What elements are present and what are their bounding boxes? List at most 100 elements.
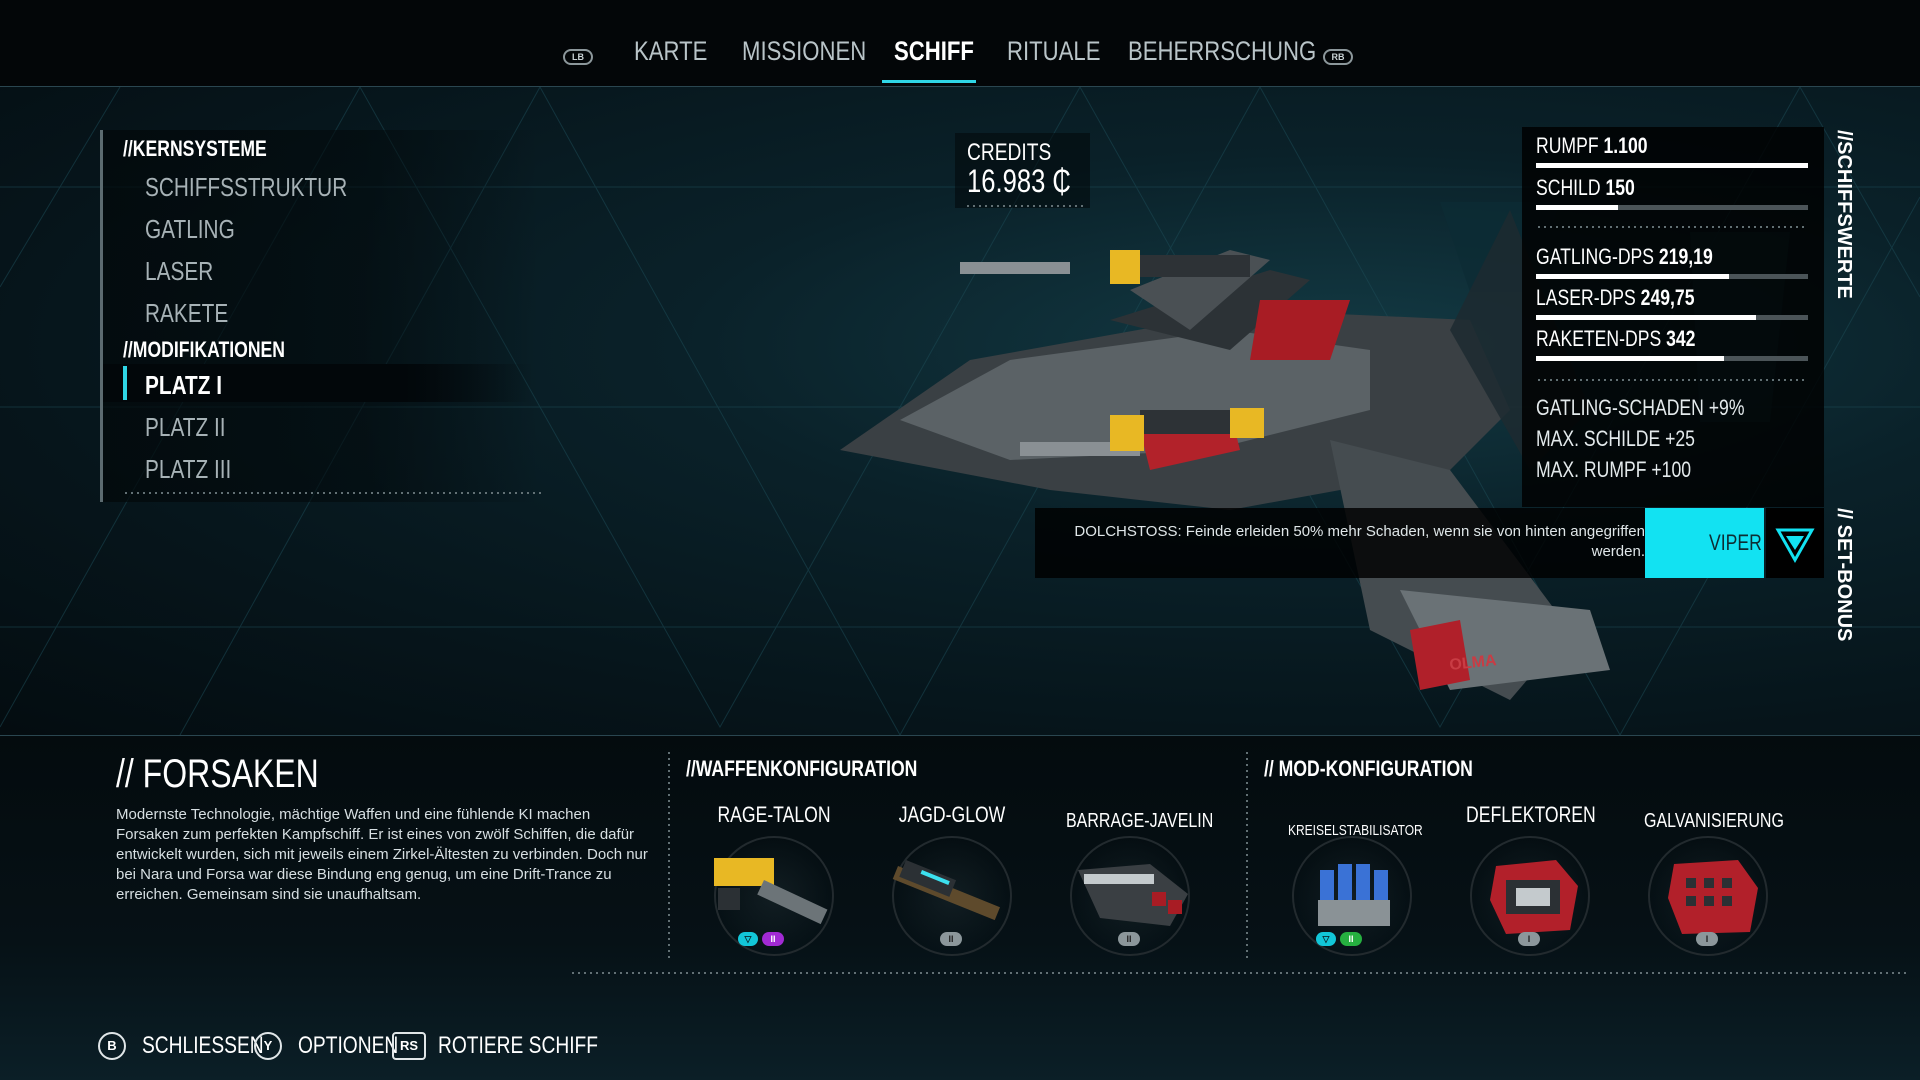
- weapon-name: BARRAGE-JAVELIN: [1066, 810, 1214, 832]
- menu-item-label: LASER: [145, 256, 214, 286]
- stat-value: 249,75: [1640, 285, 1695, 310]
- stat-bar: [1536, 356, 1808, 361]
- top-navigation-bar: [0, 0, 1920, 87]
- mod-name: GALVANISIERUNG: [1644, 810, 1784, 832]
- galvanizing-icon: [1668, 860, 1758, 934]
- tab-missionen[interactable]: MISSIONEN: [742, 36, 867, 66]
- stat-label: RUMPF: [1536, 133, 1599, 158]
- bonus-gatling-schaden: GATLING-SCHADEN +9%: [1536, 395, 1745, 420]
- y-button-icon[interactable]: Y: [254, 1032, 282, 1060]
- active-tab-underline: [882, 80, 976, 83]
- bonus-max-rumpf: MAX. RUMPF +100: [1536, 457, 1692, 482]
- mod-slot-kreiselstabilisator[interactable]: KREISELSTABILISATOR ▽ II: [1272, 800, 1432, 960]
- weapon-slot-rage-talon[interactable]: RAGE-TALON ▽ II: [694, 800, 854, 960]
- menu-item-rakete[interactable]: RAKETE: [103, 292, 533, 330]
- right-stick-icon[interactable]: RS: [392, 1032, 426, 1060]
- weapon-name: JAGD-GLOW: [898, 802, 1006, 827]
- weapon-slot-jagd-glow[interactable]: JAGD-GLOW II: [872, 800, 1032, 960]
- credits-value: 16.983 ₵: [967, 163, 1071, 200]
- mod-name: DEFLEKTOREN: [1466, 802, 1596, 827]
- tab-rituale[interactable]: RITUALE: [1007, 36, 1101, 66]
- ship-details-panel: [0, 735, 1920, 985]
- bottom-divider: [570, 972, 1910, 974]
- menu-item-platz-1[interactable]: PLATZ I: [103, 364, 533, 402]
- ship-stats-side-tab[interactable]: //SCHIFFSWERTE: [1833, 130, 1855, 299]
- panel-top-border: [0, 735, 1920, 736]
- set-bonus-panel: DOLCHSTOSS: Feinde erleiden 50% mehr Sch…: [1035, 508, 1645, 578]
- weapon-config-title: //WAFFENKONFIGURATION: [686, 756, 918, 781]
- mod-name: KREISELSTABILISATOR: [1288, 822, 1423, 839]
- stat-bar-fill: [1536, 274, 1730, 279]
- stat-gatling-dps: GATLING-DPS 219,19: [1536, 244, 1808, 279]
- stat-rumpf: RUMPF 1.100: [1536, 133, 1808, 168]
- ship-hull-marking: OLMA: [1449, 652, 1498, 674]
- weapon-slot-barrage-javelin[interactable]: BARRAGE-JAVELIN II: [1050, 800, 1214, 960]
- section-separator: [668, 750, 670, 960]
- set-bonus-description: DOLCHSTOSS: Feinde erleiden 50% mehr Sch…: [1074, 523, 1645, 560]
- stat-value: 1.100: [1603, 133, 1648, 158]
- mod-tier-badge: I: [1696, 932, 1718, 946]
- menu-item-label: RAKETE: [145, 298, 229, 328]
- weapon-name: RAGE-TALON: [717, 802, 831, 827]
- viper-shield-icon: [1775, 528, 1815, 564]
- stats-divider: [1536, 226, 1808, 228]
- weapon-tier-badge: II: [940, 932, 962, 946]
- tab-schiff[interactable]: SCHIFF: [894, 36, 974, 66]
- menu-item-platz-3[interactable]: PLATZ III: [103, 448, 533, 486]
- menu-item-label: SCHIFFSSTRUKTUR: [145, 172, 348, 202]
- stat-value: 342: [1666, 326, 1696, 351]
- tab-karte[interactable]: KARTE: [634, 36, 708, 66]
- menu-item-laser[interactable]: LASER: [103, 250, 533, 288]
- set-bonus-side-tab[interactable]: // SET-BONUS: [1833, 508, 1855, 642]
- missile-launcher-icon: [1078, 864, 1188, 926]
- tab-beherrschung[interactable]: BEHERRSCHUNG: [1128, 36, 1317, 66]
- stat-label: SCHILD: [1536, 175, 1601, 200]
- credits-label: CREDITS: [967, 139, 1052, 166]
- stat-label: RAKETEN-DPS: [1536, 326, 1662, 351]
- menu-item-schiffsstruktur[interactable]: SCHIFFSSTRUKTUR: [103, 166, 533, 204]
- stats-divider: [1536, 379, 1808, 381]
- nav-tabs: KARTE MISSIONEN SCHIFF RITUALE BEHERRSCH…: [0, 30, 1920, 84]
- mod-tier-badge: II: [1340, 932, 1362, 946]
- menu-item-gatling[interactable]: GATLING: [103, 208, 533, 246]
- credits-display: CREDITS 16.983 ₵: [955, 133, 1090, 208]
- b-button-icon[interactable]: B: [98, 1032, 126, 1060]
- mod-slot-galvanisierung[interactable]: GALVANISIERUNG I: [1628, 800, 1788, 960]
- rotate-ship-action[interactable]: ROTIERE SCHIFF: [438, 1032, 599, 1059]
- stat-laser-dps: LASER-DPS 249,75: [1536, 285, 1808, 320]
- ship-render-image: OLMA: [840, 210, 1610, 700]
- stat-bar-fill: [1536, 205, 1618, 210]
- stat-bar: [1536, 315, 1808, 320]
- stat-bar: [1536, 205, 1808, 210]
- weapon-set-badge: ▽: [738, 932, 758, 946]
- menu-item-platz-2[interactable]: PLATZ II: [103, 406, 533, 444]
- lb-bumper-icon[interactable]: LB: [563, 49, 593, 65]
- stat-value: 150: [1605, 175, 1635, 200]
- stat-raketen-dps: RAKETEN-DPS 342: [1536, 326, 1808, 361]
- stat-schild: SCHILD 150: [1536, 175, 1808, 210]
- panel-divider: [123, 492, 543, 494]
- mod-config-title: // MOD-KONFIGURATION: [1264, 756, 1473, 781]
- bonus-max-schilde: MAX. SCHILDE +25: [1536, 426, 1695, 451]
- rb-bumper-icon[interactable]: RB: [1323, 49, 1353, 65]
- credits-divider: [965, 205, 1085, 207]
- credits-currency-icon: ₵: [1052, 163, 1071, 199]
- stat-label: LASER-DPS: [1536, 285, 1636, 310]
- mod-slot-deflektoren[interactable]: DEFLEKTOREN I: [1450, 800, 1610, 960]
- ship-description: Modernste Technologie, mächtige Waffen u…: [116, 806, 648, 903]
- gyro-stabilizer-icon: [1318, 864, 1390, 926]
- stat-bar: [1536, 163, 1808, 168]
- core-systems-title: //KERNSYSTEME: [123, 136, 267, 161]
- mod-set-badge: ▽: [1316, 932, 1336, 946]
- weapon-tier-badge: II: [762, 932, 784, 946]
- ship-name-title: // FORSAKEN: [116, 752, 319, 796]
- options-action[interactable]: OPTIONEN: [298, 1032, 399, 1059]
- viper-set-button[interactable]: VIPER: [1645, 508, 1764, 578]
- deflector-icon: [1490, 860, 1578, 934]
- gatling-weapon-icon: [714, 858, 828, 925]
- close-action[interactable]: SCHLIESSEN: [142, 1032, 264, 1059]
- stat-label: GATLING-DPS: [1536, 244, 1655, 269]
- system-menu-panel: //KERNSYSTEME SCHIFFSSTRUKTUR GATLING LA…: [100, 130, 543, 502]
- stat-value: 219,19: [1658, 244, 1713, 269]
- laser-weapon-icon: [892, 860, 1000, 921]
